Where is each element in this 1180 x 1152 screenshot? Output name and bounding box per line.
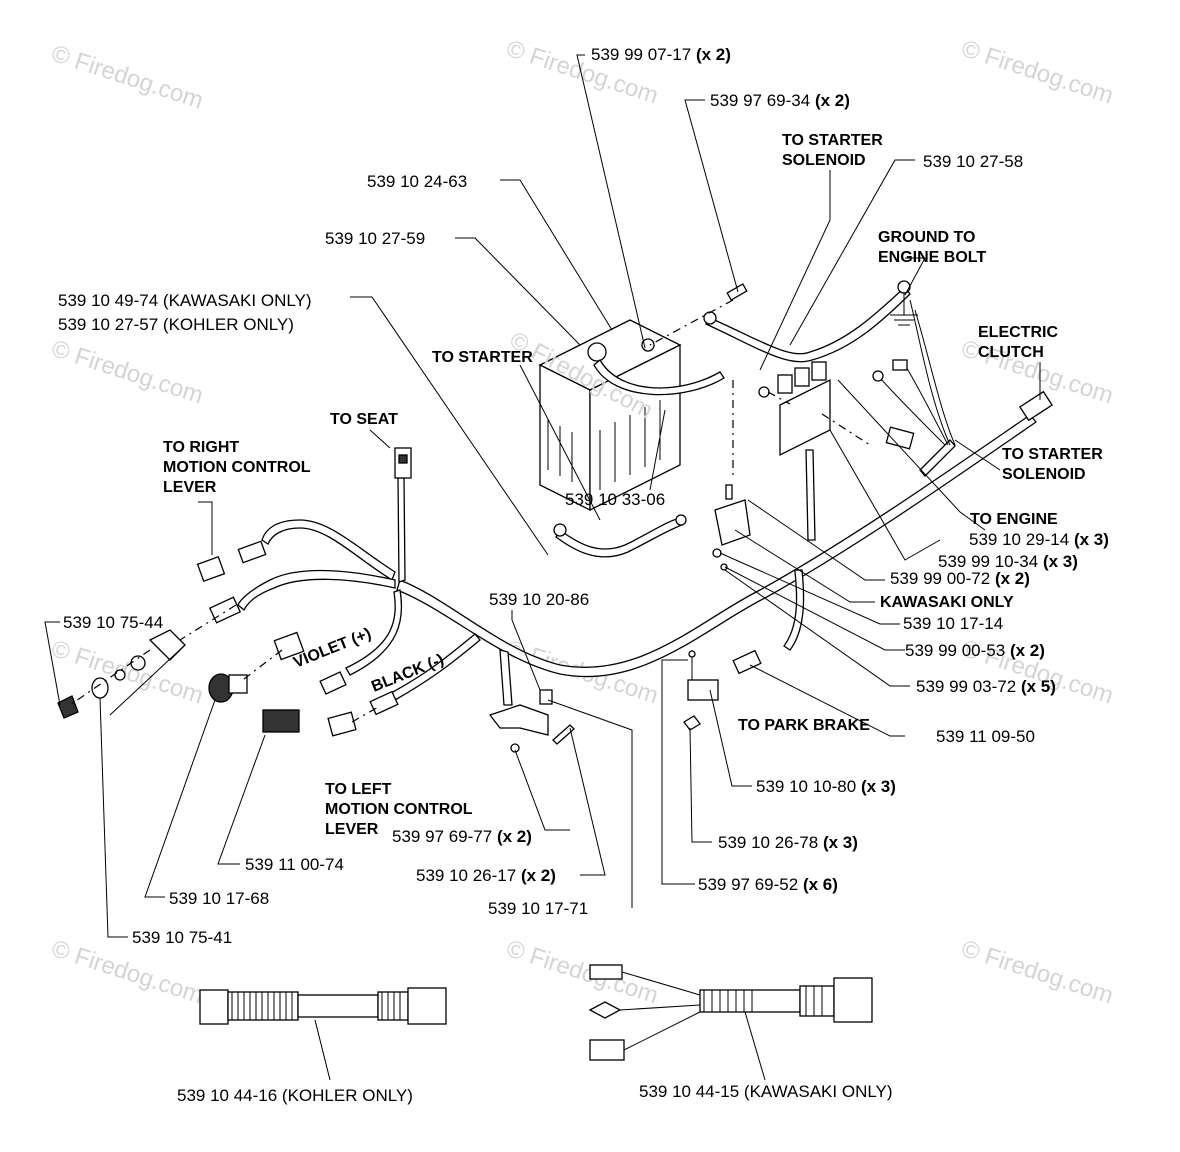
right-motion-connector	[196, 540, 267, 583]
part-labels: 539 99 07-17 (x 2) 539 97 69-34 (x 2) TO…	[58, 45, 1109, 1105]
harness-44-16	[199, 987, 447, 1025]
label-to-engine: TO ENGINE	[970, 511, 1058, 528]
label-539-10-49-74: 539 10 49-74 (KAWASAKI ONLY)	[58, 291, 312, 310]
switch-parts-left	[57, 596, 242, 719]
label-539-99-00-53: 539 99 00-53 (x 2)	[905, 641, 1045, 660]
label-539-10-44-16: 539 10 44-16 (KOHLER ONLY)	[177, 1086, 413, 1105]
label-539-10-75-41: 539 10 75-41	[132, 928, 232, 947]
label-to-seat: TO SEAT	[330, 411, 398, 428]
battery	[538, 319, 682, 512]
watermarks: © Firedog.com © Firedog.com © Firedog.co…	[48, 35, 1116, 1009]
label-539-10-75-44: 539 10 75-44	[63, 613, 163, 632]
label-539-10-27-57: 539 10 27-57 (KOHLER ONLY)	[58, 315, 294, 334]
label-539-10-24-63: 539 10 24-63	[367, 172, 467, 191]
leader-lines	[44, 54, 1041, 1081]
label-539-97-69-34: 539 97 69-34 (x 2)	[710, 91, 850, 110]
label-kawasaki-only: KAWASAKI ONLY	[880, 594, 1014, 611]
label-539-11-00-74: 539 11 00-74	[245, 855, 344, 874]
label-539-10-44-15: 539 10 44-15 (KAWASAKI ONLY)	[639, 1082, 893, 1101]
label-539-10-29-14: 539 10 29-14 (x 3)	[969, 530, 1109, 549]
fuse-holder	[712, 484, 751, 571]
label-to-starter: TO STARTER	[432, 349, 533, 366]
watermark: © Firedog.com	[958, 935, 1116, 1009]
label-to-park-brake: TO PARK BRAKE	[738, 717, 870, 734]
label-539-11-09-50: 539 11 09-50	[936, 727, 1035, 746]
label-539-99-00-72: 539 99 00-72 (x 2)	[890, 569, 1030, 588]
label-539-10-26-17: 539 10 26-17 (x 2)	[416, 866, 556, 885]
switch-parts-middle	[208, 631, 399, 737]
label-539-10-17-68: 539 10 17-68	[169, 889, 269, 908]
label-539-10-33-06: 539 10 33-06	[565, 490, 665, 509]
harness-44-15	[588, 964, 873, 1061]
ground-symbol	[890, 293, 918, 326]
relay-block	[758, 361, 871, 457]
label-539-10-27-58: 539 10 27-58	[923, 152, 1023, 171]
label-539-10-26-78: 539 10 26-78 (x 3)	[718, 833, 858, 852]
watermark: © Firedog.com	[48, 40, 206, 114]
label-539-10-10-80: 539 10 10-80 (x 3)	[756, 777, 896, 796]
label-539-97-69-52: 539 97 69-52 (x 6)	[698, 875, 838, 894]
label-539-10-17-14: 539 10 17-14	[903, 614, 1003, 633]
watermark: © Firedog.com	[958, 35, 1116, 109]
engine-wires	[872, 299, 956, 450]
main-harness	[237, 390, 1053, 706]
diode-bracket	[488, 689, 575, 753]
park-brake-switch	[683, 649, 762, 731]
label-539-99-03-72: 539 99 03-72 (x 5)	[916, 677, 1056, 696]
label-539-97-69-77: 539 97 69-77 (x 2)	[392, 827, 532, 846]
watermark: © Firedog.com	[48, 335, 206, 409]
label-539-10-27-59: 539 10 27-59	[325, 229, 425, 248]
watermark: © Firedog.com	[503, 935, 661, 1009]
label-539-10-17-71: 539 10 17-71	[488, 899, 588, 918]
label-539-10-20-86: 539 10 20-86	[489, 590, 589, 609]
battery-cables	[553, 280, 911, 558]
label-539-99-07-17: 539 99 07-17 (x 2)	[591, 45, 731, 64]
label-539-99-10-34: 539 99 10-34 (x 3)	[938, 552, 1078, 571]
